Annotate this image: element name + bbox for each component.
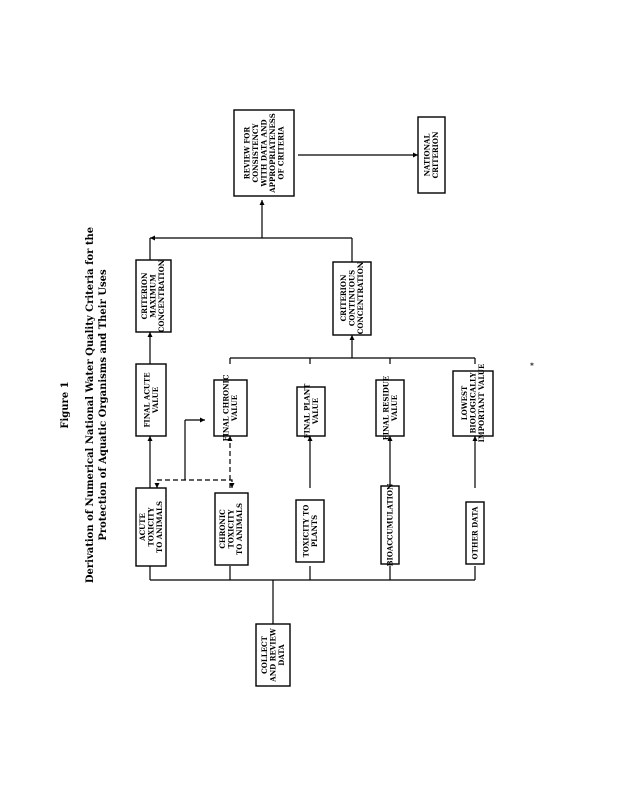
node-label-line: AND REVIEW: [269, 628, 278, 683]
node-label-line: CONTINUOUS: [348, 270, 357, 326]
figure-title: Figure 1 Derivation of Numerical Nationa…: [60, 227, 109, 583]
arrowhead-icon: [147, 436, 153, 441]
arrowhead-icon: [307, 436, 313, 441]
arrowhead-icon: [154, 483, 160, 488]
node-label-line: CONCENTRATION: [157, 259, 166, 332]
arrowhead-icon: [150, 235, 155, 241]
node-label-line: MAXIMUM: [149, 274, 158, 318]
node-label-line: OF CRITERIA: [277, 126, 286, 180]
node-label-line: FINAL CHRONIC: [221, 374, 230, 441]
arrowhead-icon: [472, 436, 478, 441]
node-label-line: NATIONAL: [422, 134, 431, 177]
arrowhead-icon: [200, 417, 205, 423]
node-label-line: PLANTS: [310, 515, 319, 547]
node-label-line: CRITERION: [431, 131, 440, 178]
node-label-line: CRITERION: [339, 274, 348, 321]
node-label-line: CHRONIC: [218, 509, 227, 549]
node-label-line: TOXICITY TO: [301, 505, 310, 558]
node-label-line: BIOLOGICALLY: [469, 372, 478, 434]
node-bioaccumulation: BIOACCUMULATION: [380, 483, 400, 566]
node-label-line: TO ANIMALS: [155, 501, 164, 553]
arrowhead-icon: [259, 200, 265, 205]
acute-chronic-crossover: [156, 479, 233, 488]
node-label-line: BIOACCUMULATION: [386, 483, 395, 566]
node-label-line: VALUE: [390, 395, 399, 422]
connectors: [149, 154, 476, 624]
node-label-line: FINAL PLANT: [302, 383, 311, 438]
arrowhead-icon: [147, 332, 153, 337]
node-label-line: FINAL ACUTE: [142, 372, 151, 427]
node-label-line: TO ANIMALS: [235, 503, 244, 555]
arrowhead-icon: [229, 483, 235, 488]
arrowhead-icon: [387, 436, 393, 441]
node-label-line: ACUTE: [138, 513, 147, 542]
node-label-line: FINAL RESIDUE: [381, 376, 390, 440]
node-label-line: DATA: [277, 644, 286, 666]
node-label-line: OTHER DATA: [471, 506, 480, 559]
node-label-line: TOXICITY: [227, 509, 236, 549]
node-label-line: TOXICITY: [147, 507, 156, 547]
node-label-line: VALUE: [151, 387, 160, 414]
node-other-data: OTHER DATA: [465, 501, 485, 565]
node-label-line: VALUE: [230, 395, 239, 422]
node-label-line: APPROPRIATENESS: [268, 113, 277, 194]
arrowhead-icon: [349, 335, 355, 340]
node-label-line: COLLECT: [260, 635, 269, 673]
figure-title-line-2: Protection of Aquatic Organisms and Thei…: [98, 269, 109, 541]
arrowhead-icon: [413, 152, 418, 158]
footnote-mark: *: [530, 361, 534, 370]
node-label-line: REVIEW FOR: [243, 127, 252, 180]
node-label-line: WITH DATA AND: [260, 119, 269, 187]
node-label-line: CONCENTRATION: [356, 261, 365, 334]
node-label-line: VALUE: [311, 398, 320, 425]
node-label-line: LOWEST: [460, 385, 469, 420]
node-label-line: IMPORTANT VALUE: [477, 364, 486, 443]
node-label-line: CONSISTENCY: [251, 123, 260, 183]
node-label-line: CRITERION: [140, 272, 149, 319]
figure-label: Figure 1: [60, 381, 71, 428]
figure-title-line-1: Derivation of Numerical National Water Q…: [85, 227, 96, 583]
arrowhead-icon: [227, 436, 233, 441]
